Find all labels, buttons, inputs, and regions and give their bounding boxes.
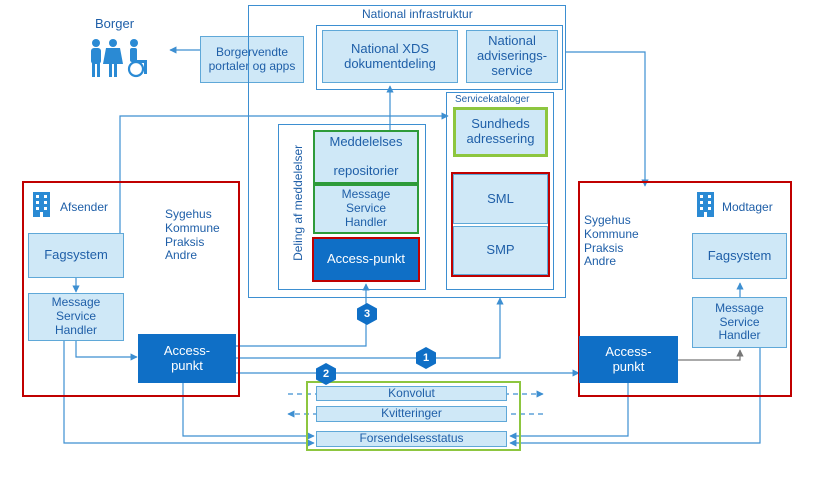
msh-to-ap-arrow: [75, 340, 138, 361]
service-catalog-title: Servicekataloger: [455, 94, 530, 105]
delivery-status-box: Forsendelsesstatus: [316, 431, 507, 447]
building-icon: [697, 192, 714, 217]
sender-organisations: Sygehus Kommune Praksis Andre: [165, 207, 220, 263]
sender-frame: [22, 181, 240, 397]
national-notification-box: National adviserings- service: [466, 30, 558, 83]
people-wheelchair-icon: [91, 39, 147, 78]
receiver-access-point-box: Access- punkt: [579, 336, 678, 383]
sharing-vertical-label: Deling af meddelelser: [291, 144, 306, 261]
sender-title: Afsender: [60, 200, 109, 214]
sharing-frame: [278, 124, 426, 290]
receiver-fagsystem-box: Fagsystem: [692, 233, 787, 279]
receiver-title: Modtager: [722, 200, 773, 214]
sharing-msh-box: Message Service Handler: [313, 184, 419, 234]
sharing-access-point-box: Access-punkt: [312, 237, 420, 282]
sender-msh-box: Message Service Handler: [28, 293, 124, 341]
ap-to-status-arrow: [182, 383, 315, 440]
receiver-msh-box: Message Service Handler: [692, 297, 787, 348]
national-services-frame: [316, 25, 563, 90]
sml-smp-frame: [451, 172, 550, 277]
building-icon: [33, 192, 50, 217]
step-badge-1: 1: [415, 347, 437, 369]
citizen-portal-box: Borgervendte portaler og apps: [200, 36, 304, 83]
step-badge-2-label: 2: [322, 368, 330, 380]
fagsystem-to-addressing-arrow: [119, 112, 449, 233]
step-badge-3-label: 3: [363, 308, 371, 320]
step-badge-3: 3: [356, 303, 378, 325]
sender-fagsystem-box: Fagsystem: [28, 233, 124, 278]
ap-to-catalog-arrow: [236, 297, 504, 359]
national-infrastructure-frame: [248, 5, 566, 298]
envelope-box: Konvolut: [316, 386, 507, 401]
citizen-label: Borger: [95, 16, 135, 31]
service-catalog-frame: [446, 92, 554, 290]
sml-box: SML: [453, 174, 548, 224]
receiver-msh-to-status-arrow: [509, 348, 761, 447]
receiver-organisations: Sygehus Kommune Praksis Andre: [584, 213, 639, 269]
notify-to-receiver-arrow: [565, 51, 649, 187]
receiver-ap-to-status-arrow: [509, 383, 629, 440]
step-badge-1-label: 1: [422, 352, 430, 364]
receiver-ap-to-msh-arrow: [678, 349, 744, 361]
step-badge-2: 2: [315, 363, 337, 385]
message-types-frame: [306, 381, 521, 451]
national-infrastructure-title: National infrastruktur: [362, 7, 473, 21]
message-repository-box: Meddelelses repositorier: [313, 130, 419, 184]
smp-box: SMP: [453, 226, 548, 275]
health-addressing-box: Sundheds adressering: [453, 107, 548, 157]
receiver-frame: [578, 181, 792, 397]
sender-access-point-box: Access- punkt: [138, 334, 236, 383]
msh-to-status-arrow: [63, 340, 315, 447]
national-xds-box: National XDS dokumentdeling: [322, 30, 458, 83]
receipts-box: Kvitteringer: [316, 406, 507, 422]
